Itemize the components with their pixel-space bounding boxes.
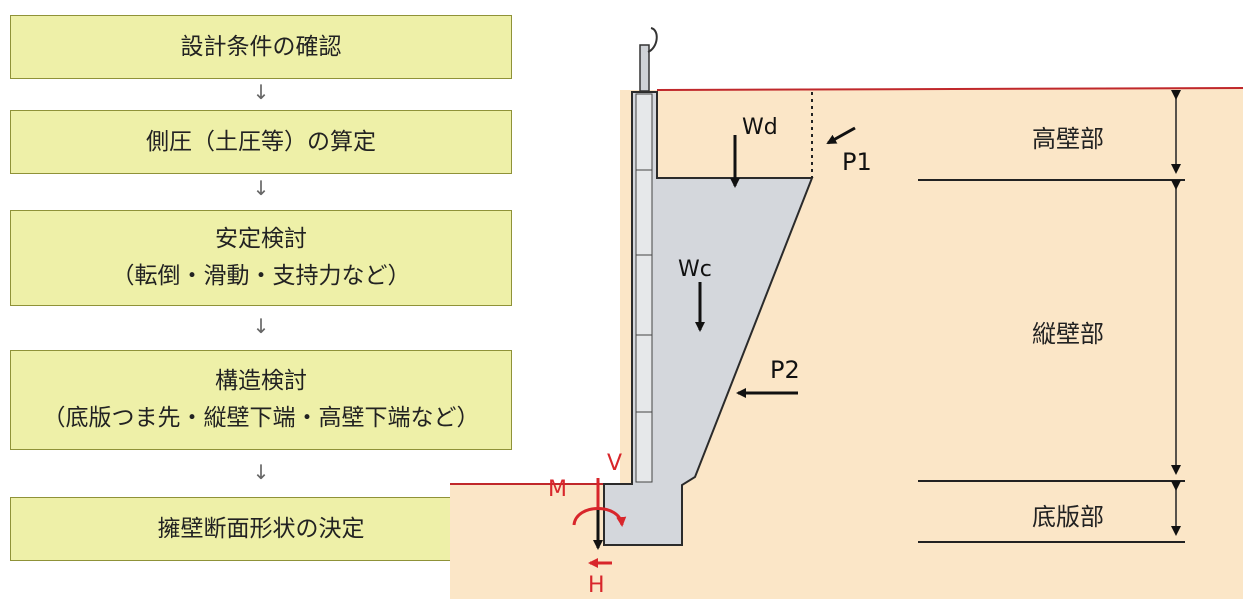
p1-label: P1 bbox=[842, 148, 872, 176]
wc-label: Wc bbox=[678, 257, 712, 282]
flow-step-subtitle: （底版つま先・縦壁下端・高壁下端など） bbox=[42, 405, 480, 431]
wd-label: Wd bbox=[742, 115, 778, 140]
retaining-wall-body bbox=[603, 91, 814, 546]
flow-step-text: 側圧（土圧等）の算定 bbox=[146, 128, 376, 155]
flow-step-text: 設計条件の確認 bbox=[180, 33, 342, 60]
flow-step-lateral-pressure: 側圧（土圧等）の算定 bbox=[10, 110, 512, 174]
flow-arrow-icon: ↓ bbox=[252, 176, 270, 200]
flow-step-structural-check: 構造検討 （底版つま先・縦壁下端・高壁下端など） bbox=[10, 350, 512, 450]
section-label-high-wall: 高壁部 bbox=[1032, 125, 1104, 153]
flow-arrow-icon: ↓ bbox=[252, 460, 270, 484]
flow-step-design-conditions: 設計条件の確認 bbox=[10, 15, 512, 79]
section-label-base-slab: 底版部 bbox=[1032, 503, 1104, 531]
fence-post bbox=[639, 44, 650, 92]
p2-label: P2 bbox=[770, 356, 800, 384]
top-ground-line bbox=[656, 87, 1243, 91]
h-label: H bbox=[588, 573, 605, 598]
fence-hook bbox=[647, 27, 658, 53]
m-label: M bbox=[548, 477, 567, 502]
flow-arrow-icon: ↓ bbox=[252, 314, 270, 338]
flow-step-stability-check: 安定検討 （転倒・滑動・支持力など） bbox=[10, 210, 512, 306]
v-label: V bbox=[607, 451, 622, 476]
flow-step-text: 擁壁断面形状の決定 bbox=[157, 515, 365, 542]
flow-arrow-icon: ↓ bbox=[252, 80, 270, 104]
flow-step-section-shape: 擁壁断面形状の決定 bbox=[10, 497, 512, 561]
flow-step-subtitle: （転倒・滑動・支持力など） bbox=[111, 263, 411, 289]
section-label-vertical-wall: 縦壁部 bbox=[1032, 320, 1104, 348]
p1-arrow-icon bbox=[826, 126, 856, 145]
flow-step-title: 構造検討 bbox=[215, 368, 307, 395]
flow-step-title: 安定検討 bbox=[215, 226, 307, 253]
moment-arc-icon bbox=[572, 507, 627, 527]
wall-facing-strip bbox=[635, 93, 653, 483]
